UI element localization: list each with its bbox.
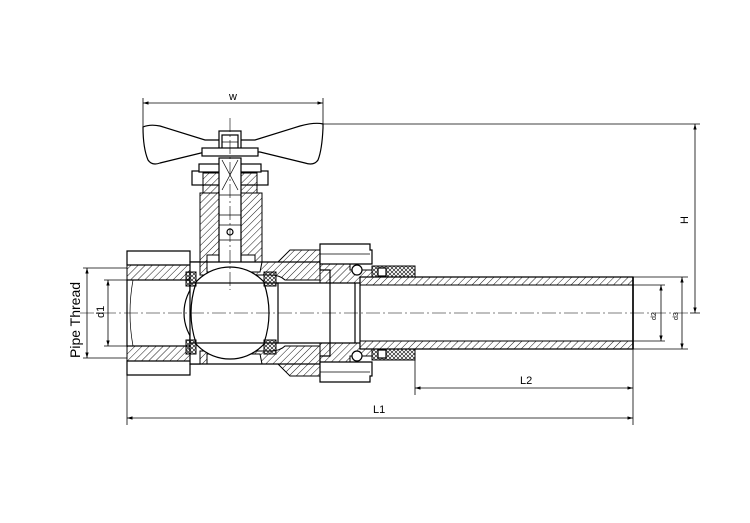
label-l1: L1 <box>373 404 385 416</box>
dim-pipe-thread <box>83 267 127 359</box>
label-d3: d3 <box>673 312 680 320</box>
label-h: H <box>679 216 691 224</box>
label-d2: d2 <box>651 312 658 320</box>
label-w: w <box>228 91 237 103</box>
dim-l1 <box>126 375 633 425</box>
dim-d2-d3 <box>633 276 688 350</box>
label-d1: d1 <box>95 306 107 318</box>
dim-w <box>142 98 324 128</box>
valve-body <box>126 249 355 377</box>
dim-l2 <box>414 349 634 425</box>
dim-d1 <box>104 279 127 347</box>
label-l2: L2 <box>520 375 532 387</box>
label-pipe-thread: Pipe Thread <box>67 282 83 358</box>
dim-h <box>323 123 700 314</box>
